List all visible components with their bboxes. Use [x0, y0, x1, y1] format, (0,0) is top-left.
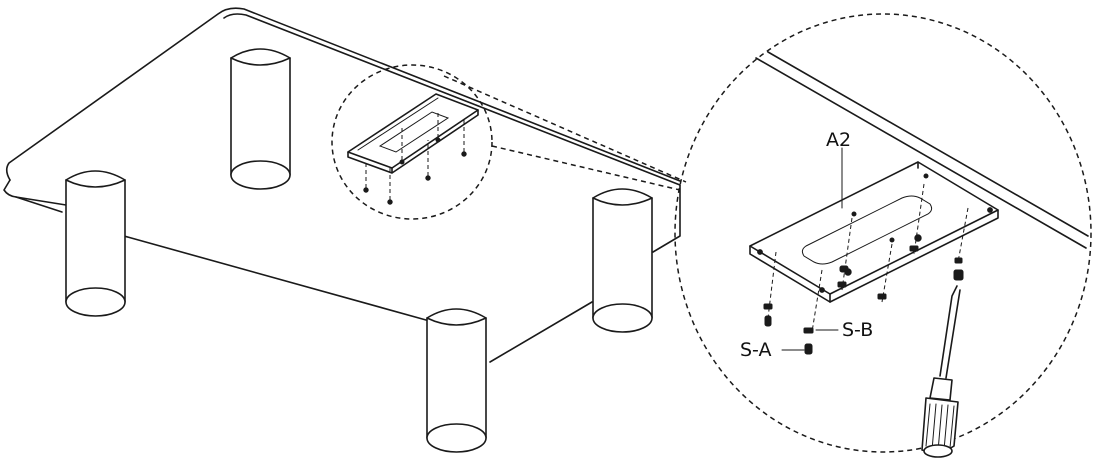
table-leg-front	[426, 308, 487, 453]
label-s-b: S-B	[842, 319, 873, 341]
table-overview	[3, 7, 681, 363]
tabletop-left-thickness	[15, 196, 63, 213]
small-detail-circle	[331, 64, 493, 220]
callout-connector-top	[443, 75, 687, 183]
table-leg-right	[592, 188, 653, 333]
tabletop-far-edge	[5, 7, 681, 182]
screws-set	[763, 245, 964, 355]
zoom-table-edge	[755, 51, 1089, 249]
label-s-a: S-A	[740, 339, 772, 361]
tabletop-bottom-edge	[123, 184, 681, 363]
table-leg-back	[230, 48, 291, 190]
label-a2: A2	[826, 129, 851, 151]
small-detail-callout	[331, 64, 493, 220]
screwdriver-icon	[921, 285, 961, 458]
large-detail-callout: A2 S-A S-B	[674, 13, 1092, 458]
tabletop-top-line	[223, 13, 681, 186]
table-leg-left	[65, 170, 126, 317]
callout-connector-bottom	[491, 145, 681, 191]
mounting-bracket-a2	[749, 161, 999, 303]
tabletop-surface-edge	[3, 179, 67, 206]
large-detail-circle	[674, 13, 1092, 453]
